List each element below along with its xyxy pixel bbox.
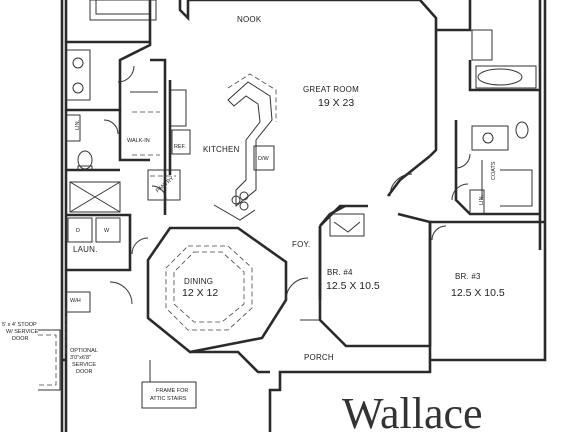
linen-label: LIN.	[75, 119, 81, 130]
ref-label: REF.	[174, 144, 186, 150]
dining	[146, 226, 288, 374]
laundry-label: LAUN.	[73, 245, 98, 254]
room-labels: NOOK GREAT ROOM 19 X 23 KITCHEN WALK-IN …	[70, 15, 505, 362]
dryer-label: D	[76, 228, 80, 234]
stoop-note-line-1: 5' x 4' STOOP	[2, 322, 37, 328]
porch-label: PORCH	[304, 353, 334, 362]
left-wing	[65, 0, 181, 305]
bedroom-3-dimensions: 12.5 X 10.5	[451, 287, 505, 299]
plan-title: Wallace	[342, 389, 483, 432]
washer-label: W	[104, 228, 110, 234]
dining-label: DINING	[184, 277, 213, 286]
dining-dimensions: 12 X 12	[182, 287, 218, 299]
great-room-dimensions: 19 X 23	[318, 97, 354, 109]
annotations: 5' x 4' STOOP W/ SERVICE DOOR OPTIONAL 3…	[2, 322, 188, 402]
water-heater-label: W/H	[70, 298, 81, 304]
optional-note-line-1: OPTIONAL	[70, 348, 98, 354]
exterior-walls	[60, 0, 547, 432]
great-room-walls	[318, 30, 438, 300]
bedroom-4	[285, 204, 432, 348]
nook-label: NOOK	[237, 15, 262, 24]
attic-note-line-2: ATTIC STAIRS	[150, 396, 187, 402]
optional-note-line-2: 3'0"x6'8"	[70, 355, 91, 361]
garage	[38, 291, 197, 409]
kitchen-label: KITCHEN	[203, 145, 240, 154]
attic-note-line-1: FRAME FOR	[156, 388, 188, 394]
optional-note-line-3: SERVICE	[72, 362, 96, 368]
bedroom-4-label: BR. #4	[327, 268, 353, 277]
bedroom-4-dimensions: 12.5 X 10.5	[326, 280, 380, 292]
walk-in-label: WALK-IN	[127, 138, 150, 144]
coats-label: COATS	[491, 161, 497, 180]
great-room-label: GREAT ROOM	[303, 85, 359, 94]
kitchen	[168, 73, 277, 221]
foyer-label: FOY.	[292, 240, 310, 249]
dw-label: D/W	[258, 156, 270, 162]
stoop-note-line-2: W/ SERVICE	[6, 329, 39, 335]
linen-2-label: LIN.	[479, 194, 485, 205]
optional-note-line-4: DOOR	[76, 369, 93, 375]
bedroom-3-label: BR. #3	[455, 272, 481, 281]
stoop-note-line-3: DOOR	[12, 336, 29, 342]
bedroom-3	[389, 29, 545, 360]
